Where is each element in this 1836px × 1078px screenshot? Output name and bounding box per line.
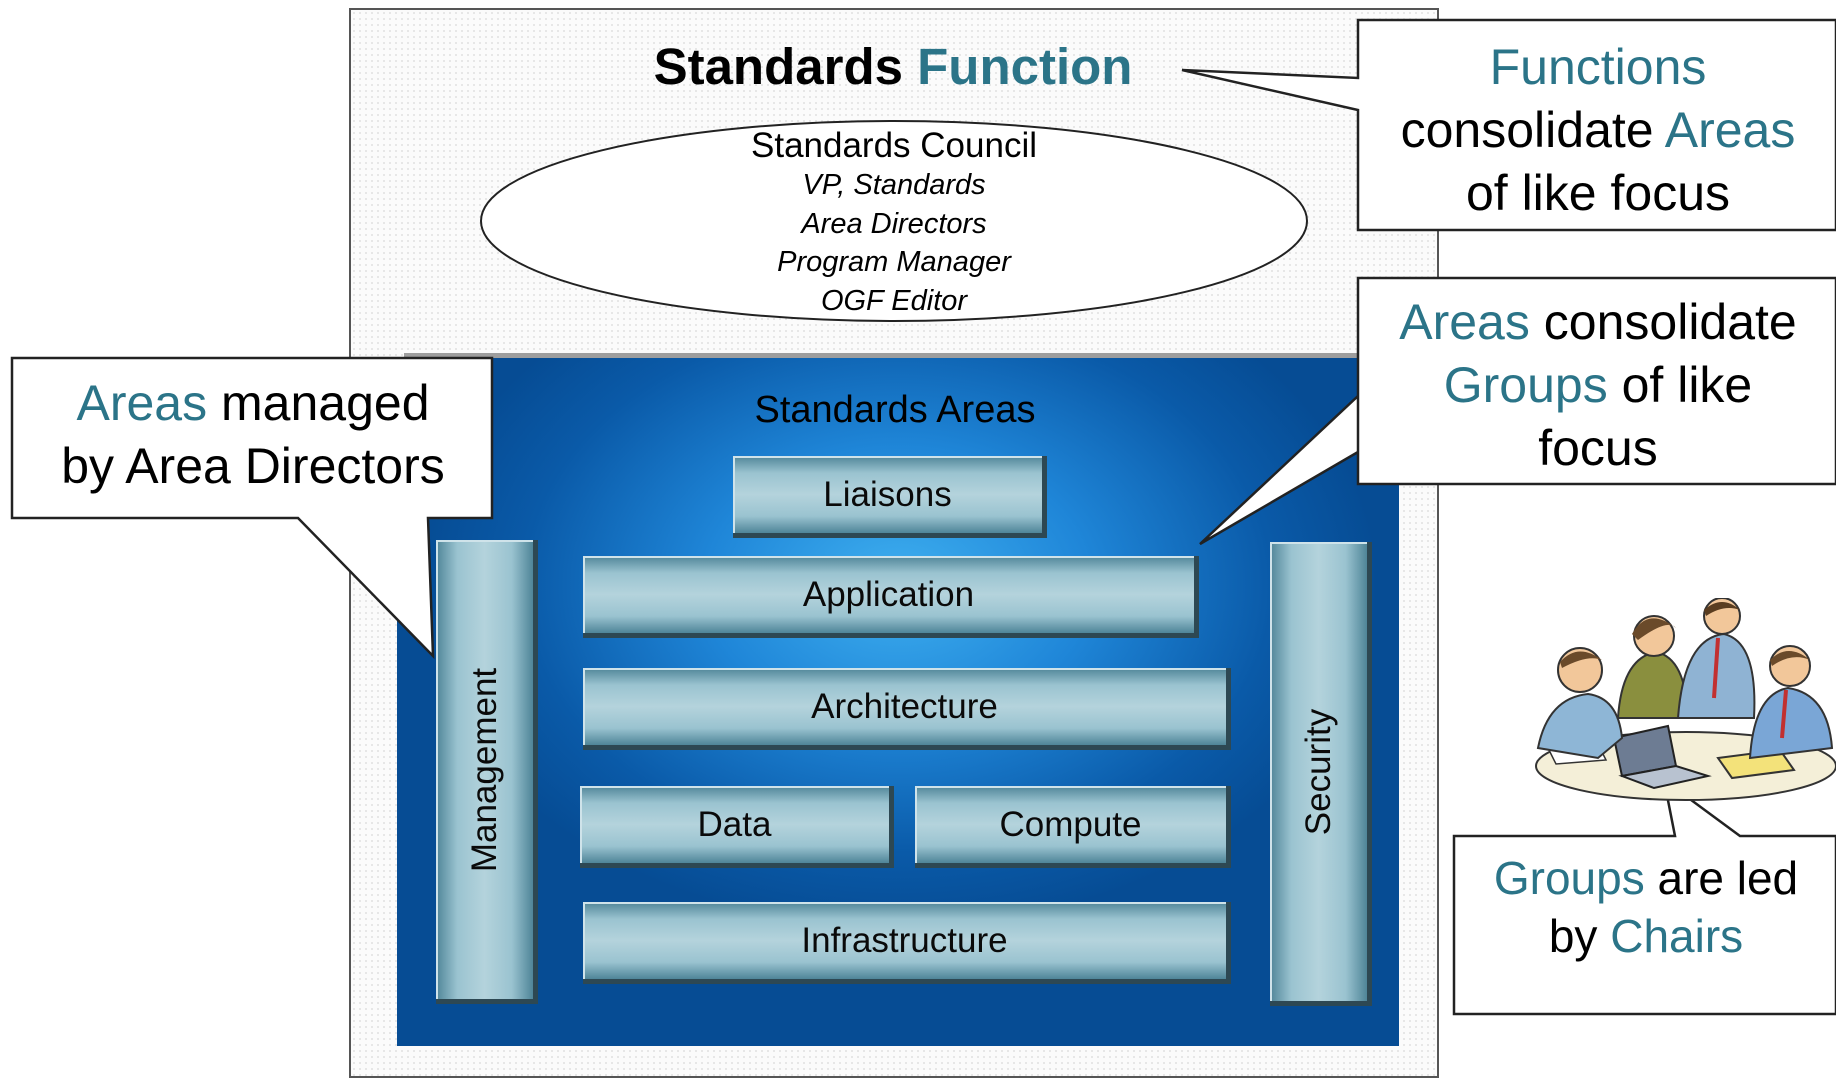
area-data: Data: [580, 786, 894, 868]
callout-groups-word: are led: [1657, 852, 1799, 904]
callout-areas-consolidate-text: Areas consolidate Groups of like focus: [1360, 291, 1836, 480]
callout-consolidate-word: of like: [1621, 357, 1753, 413]
callout-consolidate-word: Areas: [1399, 294, 1530, 350]
area-infrastructure: Infrastructure: [583, 902, 1231, 984]
area-architecture-label: Architecture: [811, 686, 998, 726]
council-member: VP, Standards: [802, 169, 986, 201]
callout-areas-consolidate-shape: [1199, 276, 1836, 546]
callout-functions-word: Functions: [1489, 39, 1707, 95]
callout-managed-word: managed: [221, 375, 430, 431]
title-function: Function: [917, 38, 1133, 95]
callout-groups-text: Groups are led by Chairs: [1456, 849, 1836, 965]
callout-consolidate-word: focus: [1538, 420, 1658, 476]
area-management: Management: [436, 540, 538, 1004]
area-security: Security: [1270, 542, 1372, 1006]
title-standards: Standards: [653, 38, 903, 95]
callout-functions-word: of like focus: [1465, 165, 1730, 221]
council-name: Standards Council: [751, 126, 1037, 165]
diagram-title: Standards Function: [600, 38, 1186, 96]
callout-consolidate-word: Groups: [1443, 357, 1608, 413]
area-compute: Compute: [915, 786, 1231, 868]
council-member: OGF Editor: [820, 284, 968, 317]
council-member: Program Manager: [777, 246, 1011, 278]
area-application: Application: [583, 556, 1199, 638]
council-member: Area Directors: [801, 207, 987, 240]
callout-managed-word: Areas: [76, 375, 208, 431]
standards-council-ellipse: [480, 120, 1308, 322]
callout-functions-word: consolidate: [1400, 102, 1654, 158]
standards-council: Standards Council VP, Standards Area Dir…: [578, 126, 1210, 320]
callout-functions-word: Areas: [1664, 102, 1796, 158]
area-infrastructure-label: Infrastructure: [801, 920, 1008, 960]
area-liaisons-label: Liaisons: [823, 474, 952, 514]
callout-functions-text: Functions consolidate Areas of like focu…: [1360, 36, 1836, 225]
callout-groups-shape: [1452, 777, 1836, 1016]
area-application-label: Application: [802, 574, 975, 614]
callout-managed-text: Areas managed by Area Directors: [14, 372, 492, 498]
callout-managed-shape: [10, 356, 494, 660]
callout-groups-word: by: [1548, 910, 1598, 962]
callout-functions-shape: [1181, 18, 1836, 232]
standards-areas-title: Standards Areas: [754, 389, 1036, 431]
callout-consolidate-word: consolidate: [1543, 294, 1797, 350]
area-compute-label: Compute: [999, 804, 1142, 844]
callout-groups-word: Groups: [1493, 852, 1645, 904]
business-meeting-icon: [1535, 598, 1836, 801]
callout-groups-word: Chairs: [1610, 910, 1744, 962]
area-architecture: Architecture: [583, 668, 1231, 750]
area-liaisons: Liaisons: [733, 456, 1047, 538]
area-data-label: Data: [697, 804, 772, 844]
callout-managed-word: by Area Directors: [61, 438, 445, 494]
